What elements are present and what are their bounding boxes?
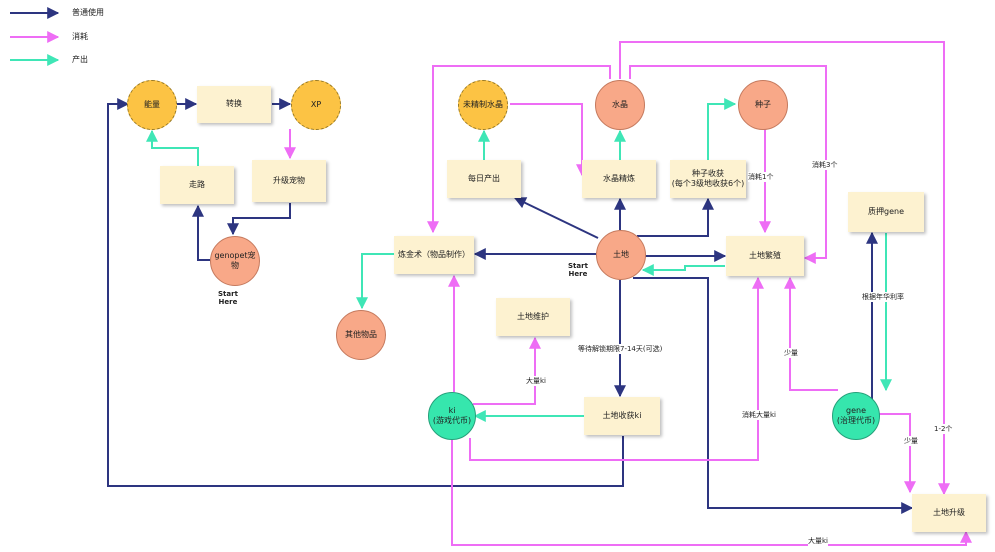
label-wait-unlock: 等待解锁期限7-14天(可选) [578,344,663,354]
node-gene: gene (治理代币) [832,392,880,440]
node-convert: 转换 [197,86,271,123]
node-land-breeding: 土地繁殖 [726,236,804,276]
label-lots-ki-1: 大量ki [526,376,546,386]
label-lots-ki-2: 大量ki [808,536,828,546]
node-other-items: 其他物品 [336,310,386,360]
node-xp: XP [291,80,341,130]
label-consume-1: 消耗1个 [748,172,774,182]
node-unrefined-crystal: 未精制水晶 [458,80,508,130]
node-seed-harvest: 种子收获 (每个3级地收获6个) [670,160,746,198]
edge-walk-energy [146,129,199,166]
edge-land-daily [513,197,599,239]
edge-alchemy-other [356,253,394,310]
edge-crystal-upgrade [619,41,950,496]
node-ki: ki (游戏代币) [428,392,476,440]
edge-energy-loop [107,98,624,487]
node-crystal-refining: 水晶精炼 [582,160,656,198]
node-walk: 走路 [160,166,234,204]
edge-ki-upgrade [451,440,972,546]
edge-breeding-land [641,264,725,276]
edge-seedharvest-seed [707,98,737,160]
legend-normal-label: 普通使用 [72,8,104,17]
edge-upgrade-genopet [227,203,291,236]
node-seed: 种子 [738,80,788,130]
label-little-2: 少量 [904,436,918,446]
node-stake-gene: 质押gene [848,192,924,232]
node-crystal: 水晶 [595,80,645,130]
label-consume-3: 消耗3个 [812,160,838,170]
legend-consume-label: 消耗 [72,32,88,41]
legend-produce-label: 产出 [72,55,88,64]
label-one-two: 1-2个 [934,424,953,434]
edge-unrefined-refine [510,103,588,177]
start-here-right: Start Here [568,262,588,278]
edge-ki-breeding [469,276,764,461]
label-consume-lots-ki: 消耗大量ki [742,410,776,420]
node-land: 土地 [596,230,646,280]
label-annual-rate: 根据年华利率 [862,292,904,302]
edge-gene-breeding [784,276,838,391]
edge-crystal-alchemy [427,65,611,234]
edge-genopet-walk [192,204,210,261]
node-land-maintenance: 土地维护 [496,298,570,336]
node-land-harvest-ki: 土地收获ki [584,397,660,435]
edge-crystal-breeding [629,65,827,264]
node-land-upgrade: 土地升级 [912,494,986,532]
label-little-1: 少量 [784,348,798,358]
edge-gene-stake [862,231,878,405]
node-daily-output: 每日产出 [447,160,521,198]
node-genopet: genopet宠物 [210,236,260,286]
node-energy: 能量 [127,80,177,130]
edge-land-upgrade [633,277,914,514]
node-alchemy: 炼金术（物品制作） [394,236,474,274]
node-upgrade-pet: 升级宠物 [252,160,326,202]
edge-land-seedharvest [637,197,714,237]
edge-ki-maintenance [473,336,541,405]
start-here-left: Start Here [218,290,238,306]
